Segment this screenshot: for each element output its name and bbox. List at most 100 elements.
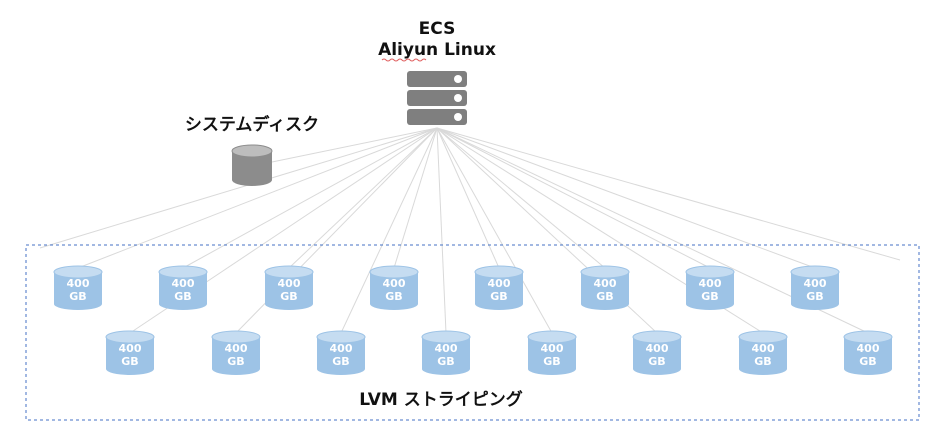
cylinder-body <box>475 272 523 310</box>
disk-unit-label: GB <box>648 355 665 368</box>
disk-unit-label: GB <box>332 355 349 368</box>
cylinder-top <box>105 330 155 344</box>
disk-unit-label: GB <box>121 355 138 368</box>
data-disk <box>738 330 788 375</box>
disk-size-label: 400 <box>383 277 406 290</box>
cylinder-top <box>685 265 735 279</box>
connector-line <box>77 127 438 269</box>
data-disk <box>421 330 471 375</box>
cylinder-body <box>265 272 313 310</box>
connector-line <box>271 127 438 163</box>
cylinder-top <box>421 330 471 344</box>
disk-size-label: 400 <box>488 277 511 290</box>
disk-size-label: 400 <box>435 342 458 355</box>
data-disk <box>105 330 155 375</box>
disk-size-label: 400 <box>225 342 248 355</box>
disk-size-label: 400 <box>646 342 669 355</box>
cylinder-top <box>527 330 577 344</box>
disk-size-label: 400 <box>330 342 353 355</box>
server-unit <box>407 90 467 106</box>
connector-line <box>436 127 711 269</box>
data-disk <box>527 330 577 375</box>
cylinder-top <box>738 330 788 344</box>
system-disk-cylinder <box>231 144 273 186</box>
spellcheck-underline <box>381 58 427 62</box>
disk-unit-label: GB <box>437 355 454 368</box>
data-disk <box>632 330 682 375</box>
disk-size-label: 400 <box>172 277 195 290</box>
data-disk <box>369 265 419 310</box>
disk-size-label: 400 <box>699 277 722 290</box>
server-title: ECS <box>419 19 456 39</box>
cylinder-top <box>843 330 893 344</box>
data-disk-array: 400GB400GB400GB400GB400GB400GB400GB400GB… <box>53 265 893 375</box>
disk-unit-label: GB <box>385 290 402 303</box>
disk-unit-label: GB <box>596 290 613 303</box>
connector-line <box>436 127 553 334</box>
disk-unit-label: GB <box>701 290 718 303</box>
disk-unit-label: GB <box>174 290 191 303</box>
data-disk <box>211 330 261 375</box>
server-rack-icon <box>407 71 467 125</box>
cylinder-top <box>211 330 261 344</box>
cylinder-body <box>212 337 260 375</box>
connector-line <box>436 127 901 261</box>
cylinder-top <box>369 265 419 279</box>
data-disk <box>474 265 524 310</box>
data-disk <box>53 265 103 310</box>
cylinder-top <box>580 265 630 279</box>
cylinder-body <box>54 272 102 310</box>
data-disk <box>158 265 208 310</box>
server-led <box>454 75 462 83</box>
data-disk <box>316 330 366 375</box>
lvm-striping-label: LVM ストライピング <box>359 389 522 410</box>
cylinder-body <box>317 337 365 375</box>
connector-line <box>436 127 447 334</box>
connector-line <box>288 127 438 269</box>
cylinder-body <box>422 337 470 375</box>
server-led <box>454 94 462 102</box>
cylinder-body <box>581 272 629 310</box>
disk-unit-label: GB <box>806 290 823 303</box>
disk-unit-label: GB <box>543 355 560 368</box>
cylinder-top <box>158 265 208 279</box>
cylinder-top <box>474 265 524 279</box>
cylinder-body <box>528 337 576 375</box>
connector-line <box>182 127 438 269</box>
cylinder-body <box>686 272 734 310</box>
connector-lines <box>39 127 901 334</box>
disk-size-label: 400 <box>857 342 880 355</box>
connector-line <box>436 127 606 269</box>
cylinder-body <box>633 337 681 375</box>
cylinder-body <box>159 272 207 310</box>
data-disk <box>790 265 840 310</box>
cylinder-top <box>53 265 103 279</box>
disk-size-label: 400 <box>752 342 775 355</box>
disk-unit-label: GB <box>490 290 507 303</box>
disk-size-label: 400 <box>594 277 617 290</box>
disk-unit-label: GB <box>754 355 771 368</box>
disk-size-label: 400 <box>278 277 301 290</box>
connector-line <box>340 127 438 334</box>
disk-size-label: 400 <box>804 277 827 290</box>
connector-line <box>39 127 438 249</box>
data-disk <box>580 265 630 310</box>
cylinder-body <box>232 151 272 186</box>
cylinder-body <box>791 272 839 310</box>
disk-size-label: 400 <box>119 342 142 355</box>
disk-unit-label: GB <box>69 290 86 303</box>
disk-unit-label: GB <box>859 355 876 368</box>
disk-unit-label: GB <box>280 290 297 303</box>
system-disk-label: システムディスク <box>185 114 319 135</box>
system-disk-icon <box>231 144 273 186</box>
server-led <box>454 113 462 121</box>
connector-line <box>393 127 438 269</box>
data-disk <box>843 330 893 375</box>
disk-unit-label: GB <box>227 355 244 368</box>
server-unit <box>407 71 467 87</box>
cylinder-top <box>316 330 366 344</box>
server-subtitle: Aliyun Linux <box>378 40 496 60</box>
